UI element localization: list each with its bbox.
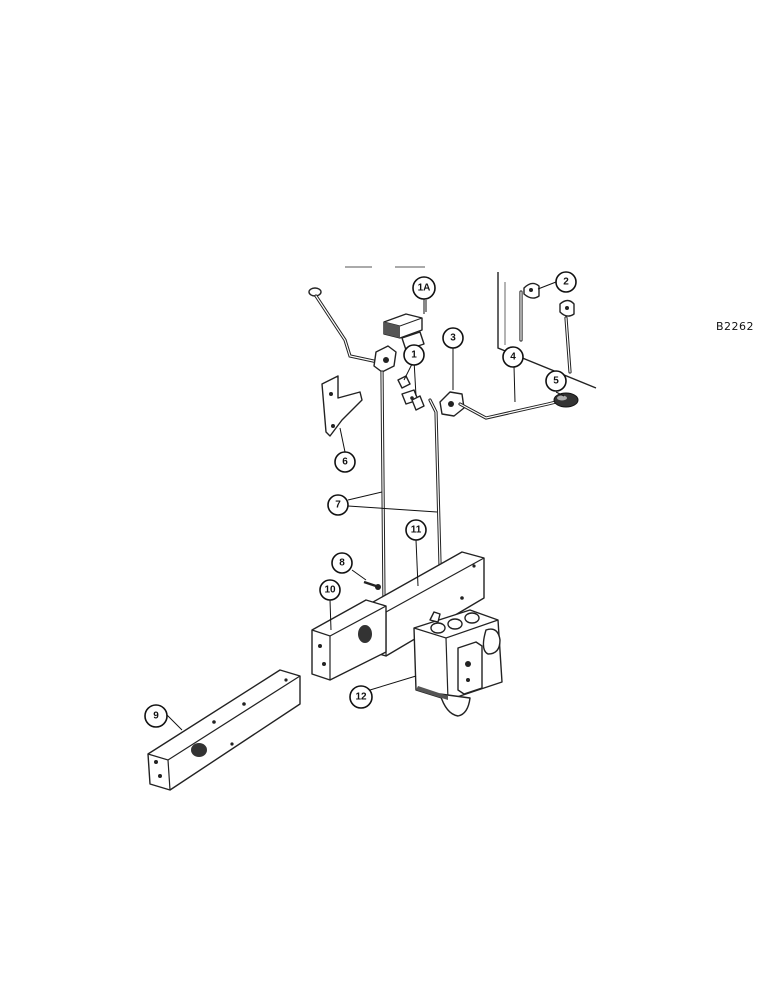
callout-11: 11: [405, 519, 427, 541]
part-8-screw: [363, 580, 381, 590]
callout-2: 2: [555, 271, 577, 293]
callout-4: 4: [502, 346, 524, 368]
callout-3-label: 3: [450, 333, 456, 344]
callout-9-label: 9: [153, 711, 159, 722]
callout-4-label: 4: [510, 352, 516, 363]
callout-1a: 1A: [412, 276, 436, 300]
part-6-bracket: [321, 375, 363, 437]
callout-7-label: 7: [335, 500, 341, 511]
callout-12-label: 12: [355, 692, 367, 703]
part-1-levers: [397, 375, 425, 411]
callout-5-label: 5: [553, 376, 559, 387]
callout-9: 9: [144, 704, 168, 728]
callout-5: 5: [545, 370, 567, 392]
part-3-4-5-right-lever: [439, 391, 579, 420]
callout-2-label: 2: [563, 277, 569, 288]
callout-12: 12: [349, 685, 373, 709]
callout-10-label: 10: [324, 585, 336, 596]
part-2-clips: [519, 282, 575, 374]
callout-8: 8: [331, 552, 353, 574]
callout-1-label: 1: [411, 350, 417, 361]
part-12-control-valve: [413, 609, 503, 717]
callout-6-label: 6: [342, 457, 348, 468]
callout-3: 3: [442, 327, 464, 349]
callout-8-label: 8: [339, 558, 345, 569]
leader-lines: [165, 281, 565, 731]
figure-reference-code: B2262: [716, 320, 755, 333]
callout-1: 1: [403, 344, 425, 366]
callout-7: 7: [327, 494, 349, 516]
part-10-beam: [311, 599, 387, 681]
callout-6: 6: [334, 451, 356, 473]
callout-11-label: 11: [411, 525, 422, 536]
part-1a-block: [383, 300, 427, 351]
callout-1a-label: 1A: [418, 283, 431, 294]
callout-10: 10: [319, 579, 341, 601]
left-control-lever: [308, 287, 397, 373]
console-panel: [497, 272, 597, 389]
part-9-beam: [147, 669, 301, 791]
